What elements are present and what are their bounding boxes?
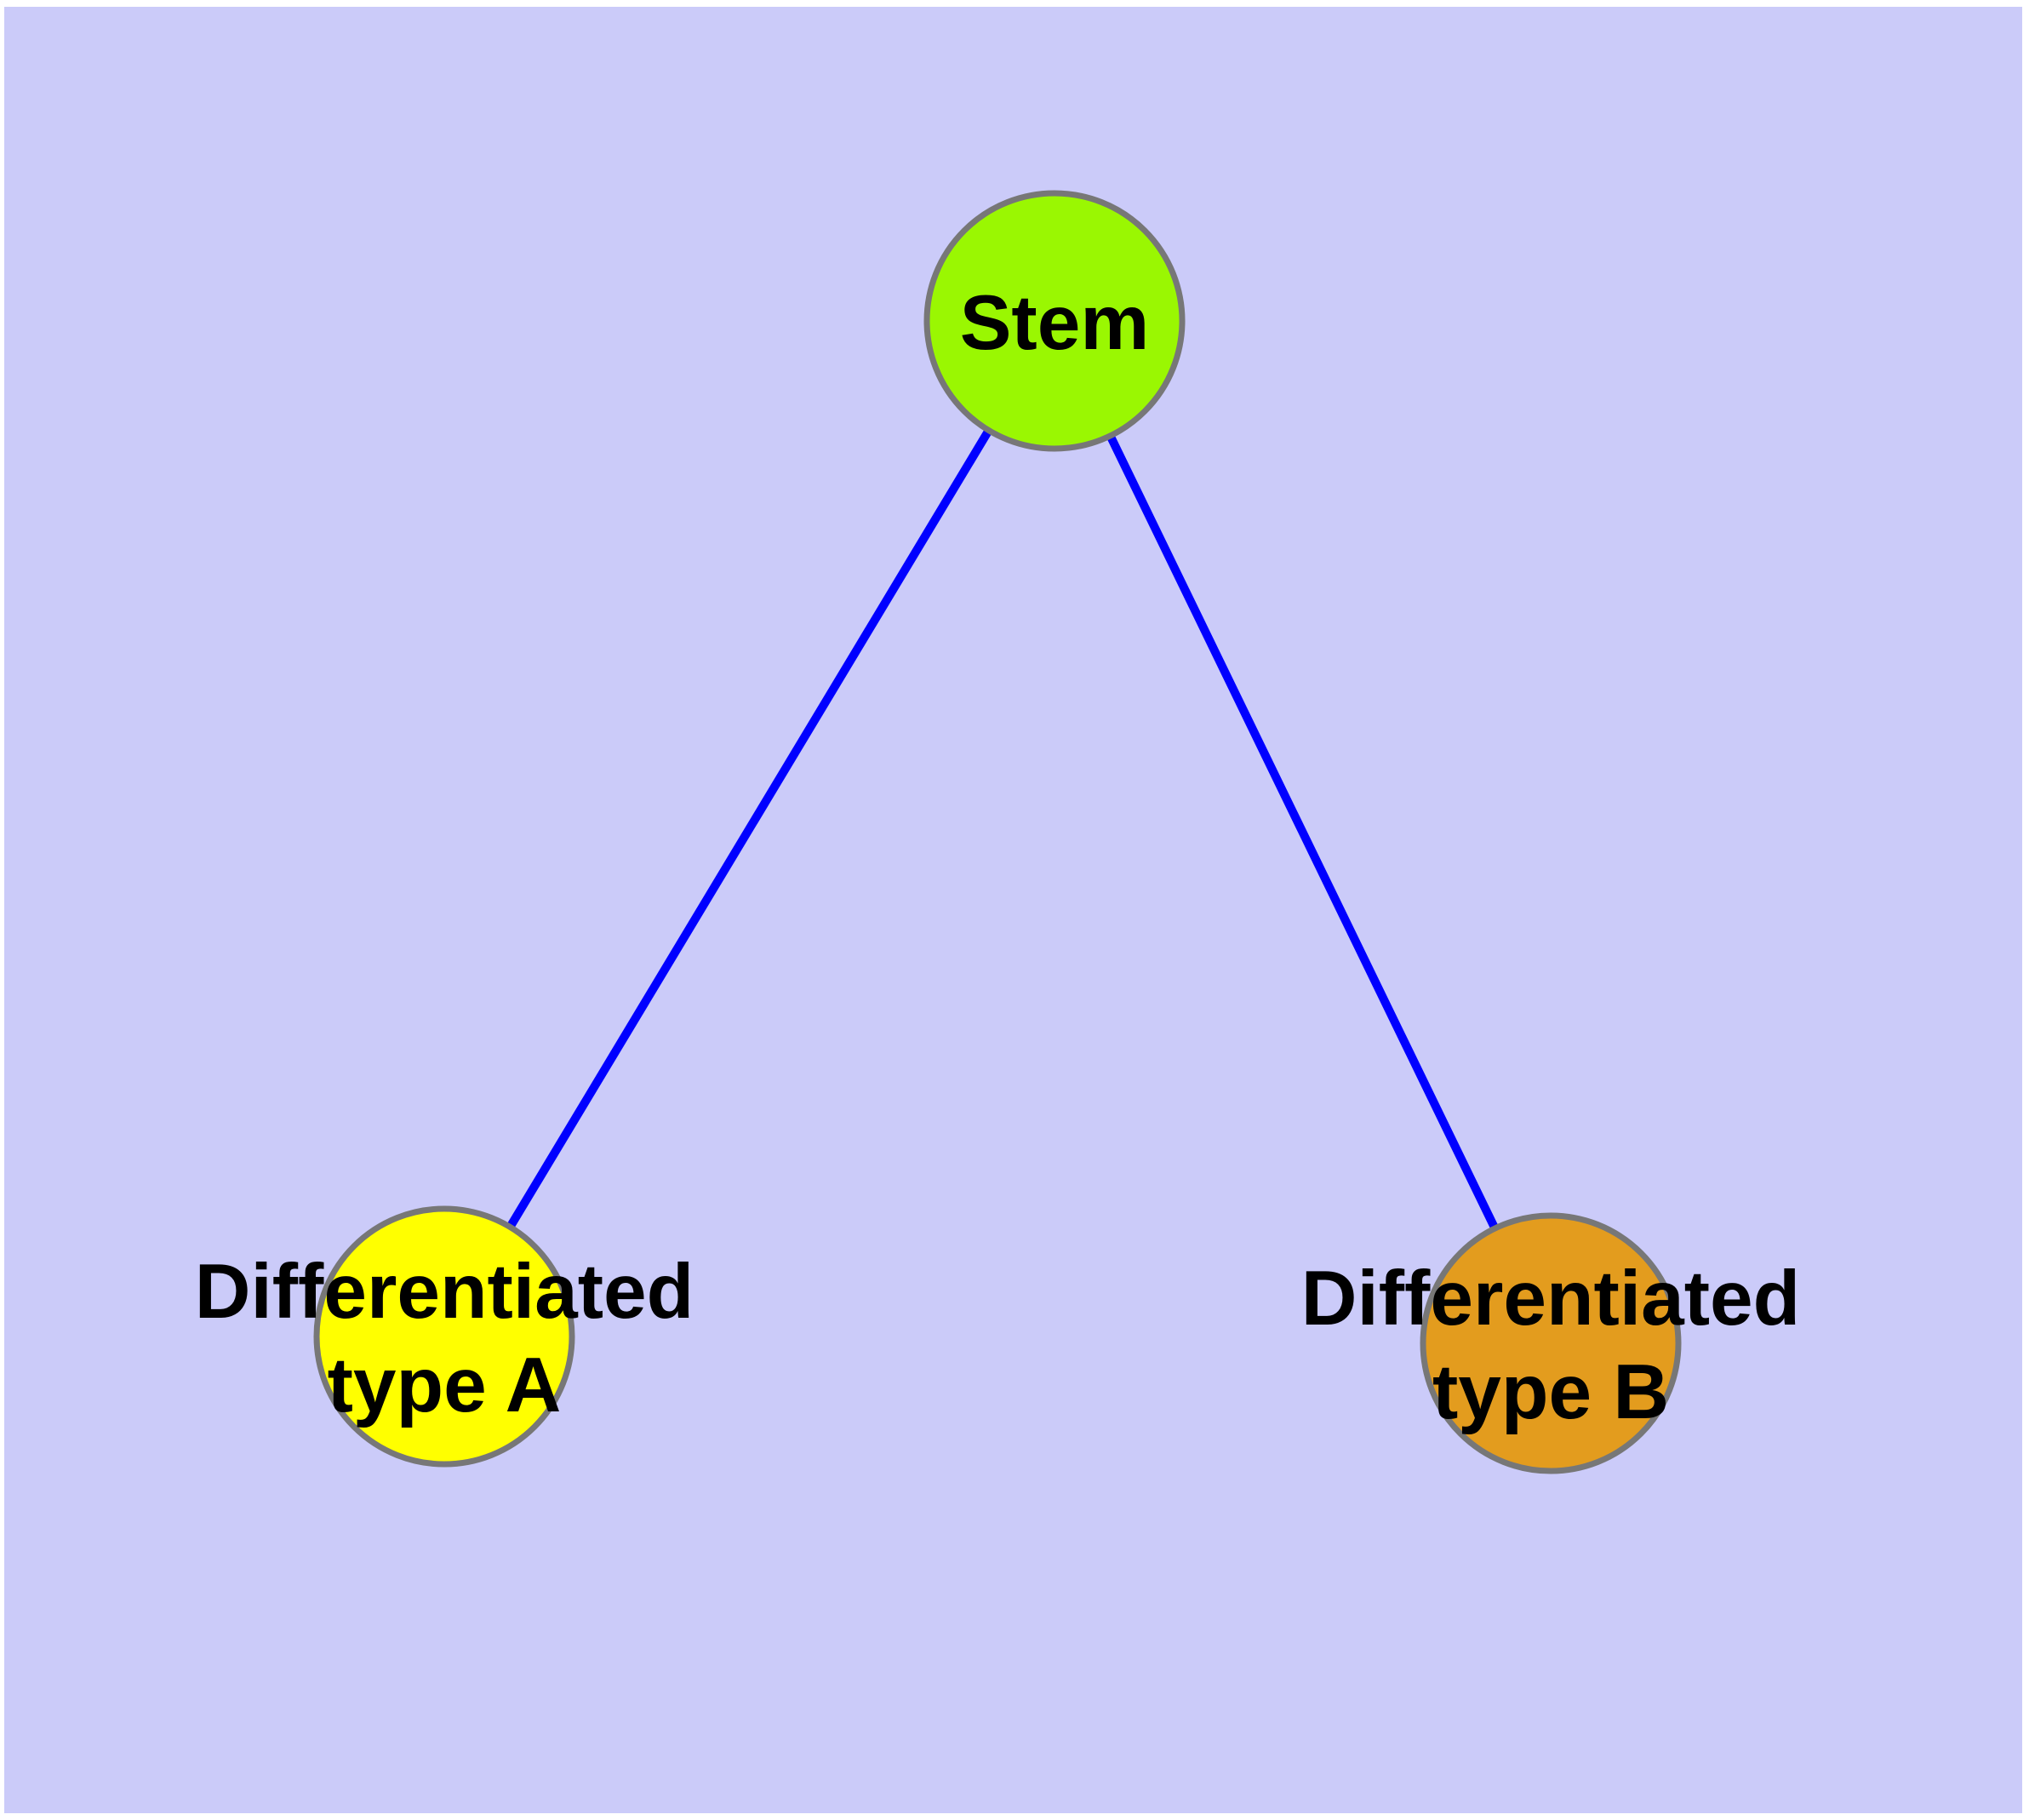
differentiated-type-a-label-line1: Differentiated xyxy=(195,1249,694,1335)
stem-node xyxy=(923,190,1186,452)
differentiated-type-b-node xyxy=(1420,1212,1682,1474)
edge-stem-to-type-b xyxy=(1050,318,1555,1346)
edge-stem-to-type-a xyxy=(440,318,1059,1339)
differentiated-type-b-label-line2: type B xyxy=(1432,1349,1669,1435)
differentiated-type-a-label-line2: type A xyxy=(328,1342,562,1428)
stem-node-label: Stem xyxy=(960,280,1150,366)
differentiated-type-b-label-line1: Differentiated xyxy=(1301,1256,1801,1342)
differentiated-type-a-node xyxy=(313,1205,575,1468)
